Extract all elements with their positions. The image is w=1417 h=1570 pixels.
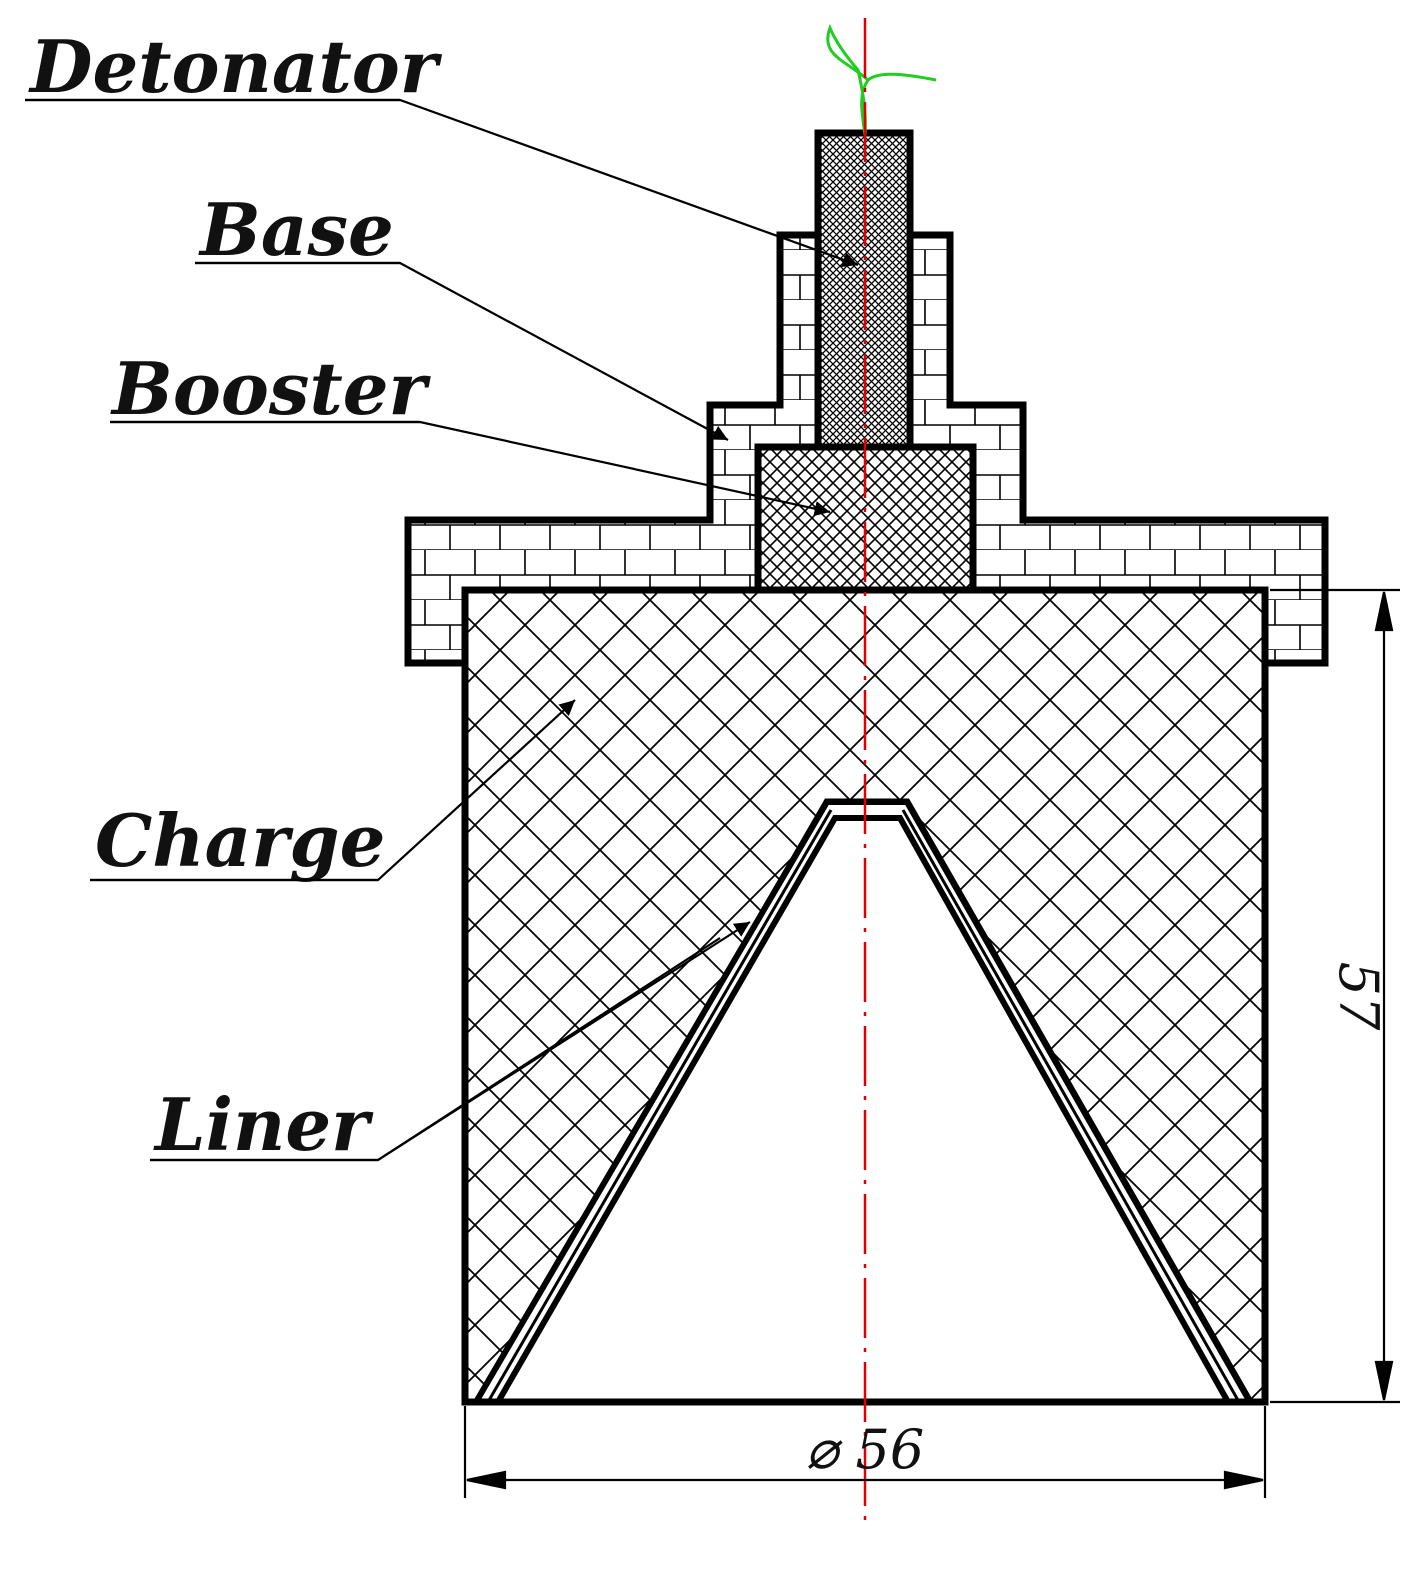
liner-label: Liner bbox=[153, 1082, 374, 1167]
base-label: Base bbox=[198, 187, 394, 272]
detonator-label: Detonator bbox=[28, 24, 443, 109]
height-dimension-value: 57 bbox=[1327, 962, 1390, 1031]
liner-inner-line bbox=[901, 809, 1241, 1403]
liner-inner-line bbox=[486, 809, 833, 1403]
fuse-wire bbox=[826, 23, 937, 136]
booster-label: Booster bbox=[110, 346, 432, 431]
diameter-dimension-value: ⌀ 56 bbox=[806, 1418, 924, 1481]
diameter-dimension bbox=[463, 1406, 1267, 1498]
height-dimension bbox=[1270, 588, 1400, 1404]
charge-label: Charge bbox=[95, 798, 385, 883]
